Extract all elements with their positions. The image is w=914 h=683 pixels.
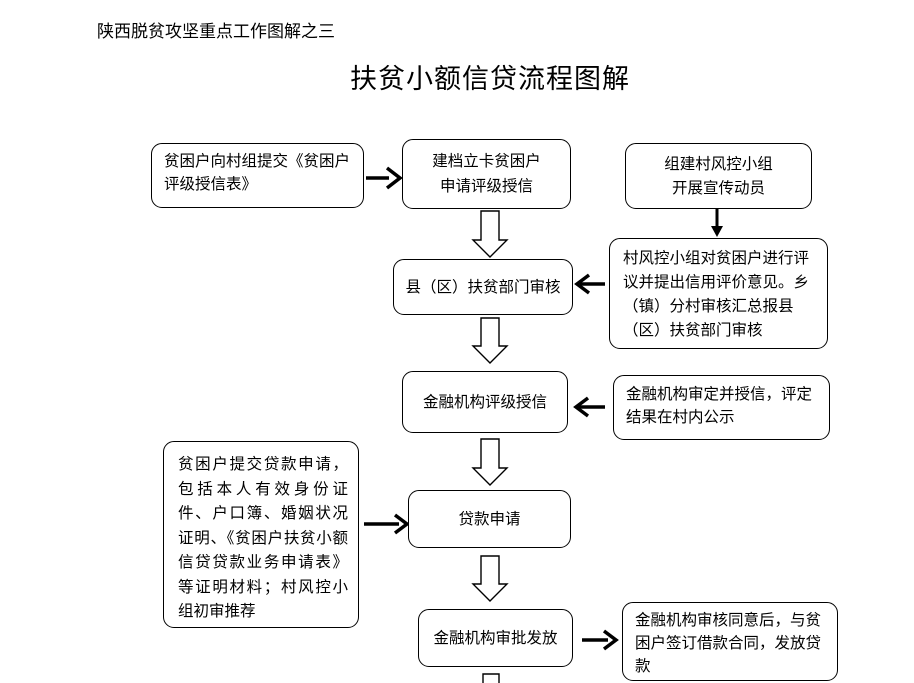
arrow-approval-to-contract <box>582 629 619 651</box>
block-arrow-2 <box>471 317 509 364</box>
credit-rating-text: 金融机构评级授信 <box>422 392 547 411</box>
loan-materials-text: 贫困户提交贷款申请，包括本人有效身份证件、户口簿、婚姻状况证明、《贫困户扶贫小额… <box>178 455 348 620</box>
archive-apply-box: 建档立卡贫困户 申请评级授信 <box>402 139 571 209</box>
contract-text: 金融机构审核同意后，与贫困户签订借款合同，发放贷款 <box>635 611 822 675</box>
credit-rating-box: 金融机构评级授信 <box>402 371 568 433</box>
contract-box: 金融机构审核同意后，与贫困户签订借款合同，发放贷款 <box>622 602 838 681</box>
block-arrow-4 <box>471 555 509 602</box>
block-arrow-1 <box>471 210 509 258</box>
block-arrow-3 <box>471 438 509 486</box>
county-review-text: 县（区）扶贫部门审核 <box>405 277 561 296</box>
archive-apply-text: 建档立卡贫困户 申请评级授信 <box>432 152 541 195</box>
village-review-box: 村风控小组对贫困户进行评议并提出信用评价意见。乡（镇）分村审核汇总报县（区）扶贫… <box>609 238 828 349</box>
loan-apply-text: 贷款申请 <box>458 509 521 528</box>
page-title: 扶贫小额信贷流程图解 <box>350 64 630 95</box>
submit-form-text: 贫困户向村组提交《贫困户评级授信表》 <box>164 152 351 193</box>
arrow-bank-to-rating <box>573 396 605 418</box>
loan-apply-box: 贷款申请 <box>408 490 571 548</box>
submit-form-box: 贫困户向村组提交《贫困户评级授信表》 <box>151 143 364 208</box>
arrow-form-to-archive <box>366 166 403 190</box>
loan-materials-box: 贫困户提交贷款申请，包括本人有效身份证件、户口簿、婚姻状况证明、《贫困户扶贫小额… <box>163 441 359 628</box>
series-subtitle: 陕西脱贫攻坚重点工作图解之三 <box>97 22 335 42</box>
bank-approve-credit-box: 金融机构审定并授信，评定结果在村内公示 <box>613 375 830 440</box>
risk-group-box: 组建村风控小组 开展宣传动员 <box>625 143 812 209</box>
approval-disburse-box: 金融机构审批发放 <box>418 609 573 667</box>
arrow-materials-to-apply <box>364 513 410 535</box>
arrow-riskgroup-to-review <box>711 209 723 237</box>
bank-approve-credit-text: 金融机构审定并授信，评定结果在村内公示 <box>626 385 813 426</box>
block-arrow-5-partial <box>482 673 500 683</box>
arrow-review-to-county <box>574 273 605 295</box>
village-review-text: 村风控小组对贫困户进行评议并提出信用评价意见。乡（镇）分村审核汇总报县（区）扶贫… <box>623 249 810 339</box>
risk-group-text: 组建村风控小组 开展宣传动员 <box>664 155 773 197</box>
approval-disburse-text: 金融机构审批发放 <box>433 628 558 647</box>
county-review-box: 县（区）扶贫部门审核 <box>393 259 573 315</box>
